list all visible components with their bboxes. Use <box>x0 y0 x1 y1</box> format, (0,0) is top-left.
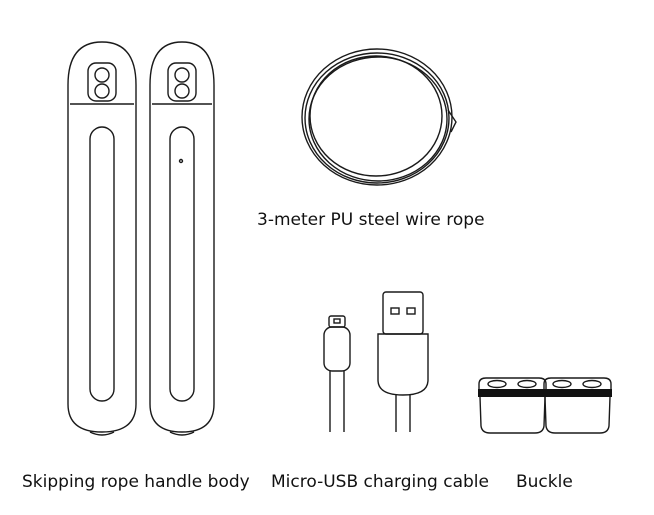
rope-label: 3-meter PU steel wire rope <box>257 210 485 230</box>
buckle-band <box>478 389 612 397</box>
handle-right <box>149 41 215 436</box>
buckle-left <box>478 377 547 434</box>
cable-label: Micro-USB charging cable <box>271 472 489 492</box>
buckle-right <box>543 377 612 434</box>
usb-a-cable <box>377 291 429 432</box>
handle-label: Skipping rope handle body <box>22 472 250 492</box>
buckle-label: Buckle <box>516 472 573 492</box>
handle-left <box>67 41 137 436</box>
rope-coil <box>301 48 457 186</box>
micro-usb-cable <box>323 315 351 432</box>
